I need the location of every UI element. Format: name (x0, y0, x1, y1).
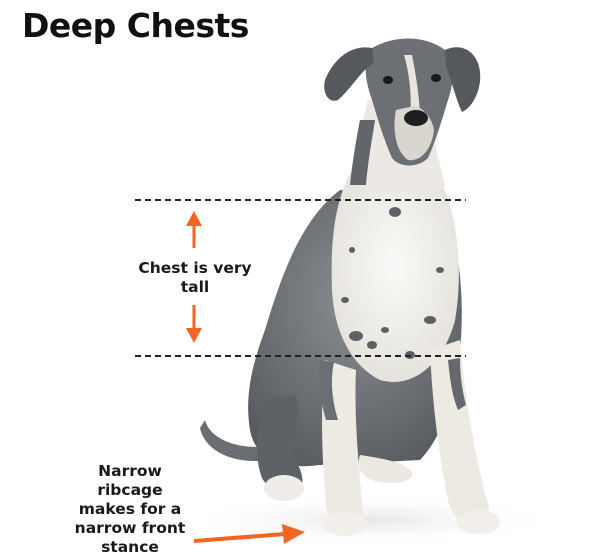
dog-blaze (404, 55, 420, 120)
dog-leg-spot (319, 360, 338, 420)
dog-nose (404, 110, 428, 126)
page-title: Deep Chests (22, 6, 249, 45)
dog-left-eye (383, 76, 393, 84)
dog-leg-spot-2 (448, 358, 466, 410)
chest-annotation: Chest is very tall (130, 259, 260, 297)
dog-neck-spot (350, 120, 375, 185)
dog-left-ear (324, 47, 374, 101)
dog-hind-paw (358, 455, 413, 483)
dog-rear-paw (264, 475, 304, 501)
stance-annotation-line: stance (101, 538, 159, 556)
stance-annotation-line: makes for a (78, 500, 182, 518)
chest-annotation-line: tall (180, 278, 210, 296)
dog-rear-leg (257, 395, 303, 494)
dog-spots (341, 207, 444, 359)
dog-tail (200, 420, 270, 462)
stance-annotation-line: Narrow (98, 462, 162, 480)
stance-annotation-line: narrow front (74, 519, 186, 537)
stance-annotation: Narrow ribcage makes for a narrow front … (70, 462, 190, 557)
dog-right-ear (445, 47, 481, 112)
chest-annotation-line: Chest is very (138, 259, 252, 277)
stance-annotation-line: ribcage (97, 481, 163, 499)
dog-right-eye (431, 74, 441, 82)
dog-chest (331, 169, 459, 382)
dog-front-right-paw (456, 510, 500, 534)
arrow-right-icon (193, 524, 305, 544)
dog-front-left-paw (323, 512, 367, 536)
dog-front-right-leg (430, 340, 489, 527)
double-arrow-icon (186, 211, 202, 343)
